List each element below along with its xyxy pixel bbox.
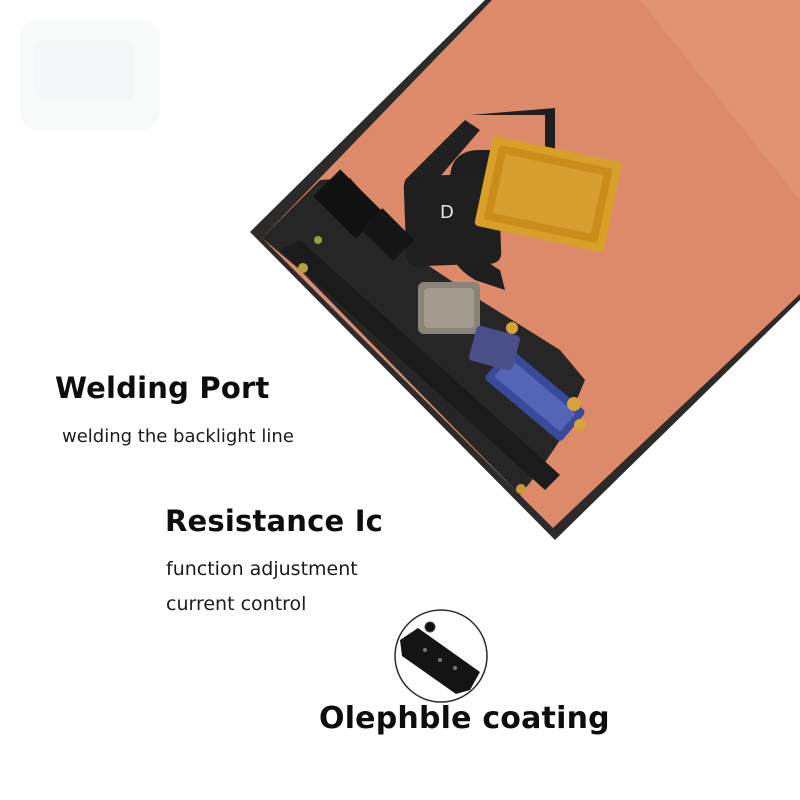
small-chip-1	[313, 169, 383, 239]
welding-port-title: Welding Port	[55, 371, 270, 405]
resistance-ic-line-2: current control	[166, 593, 307, 615]
welding-port-description: welding the backlight line	[62, 426, 294, 447]
coating-inset	[394, 609, 488, 703]
copper-back-panel	[262, 0, 800, 528]
gold-chip	[474, 136, 622, 252]
lower-board	[262, 178, 585, 495]
panel-sheen	[560, 0, 800, 200]
small-chip-2	[361, 208, 415, 262]
olephble-coating-title: Olephble coating	[319, 701, 610, 736]
blurred-background-object	[20, 20, 160, 130]
resistance-ic-title: Resistance Ic	[165, 504, 384, 538]
resistance-ic-line-1: function adjustment	[166, 558, 358, 580]
connector-socket	[468, 325, 520, 371]
svg-text:D: D	[440, 202, 454, 223]
blue-connector	[485, 349, 585, 441]
lower-board-edge	[280, 240, 560, 490]
